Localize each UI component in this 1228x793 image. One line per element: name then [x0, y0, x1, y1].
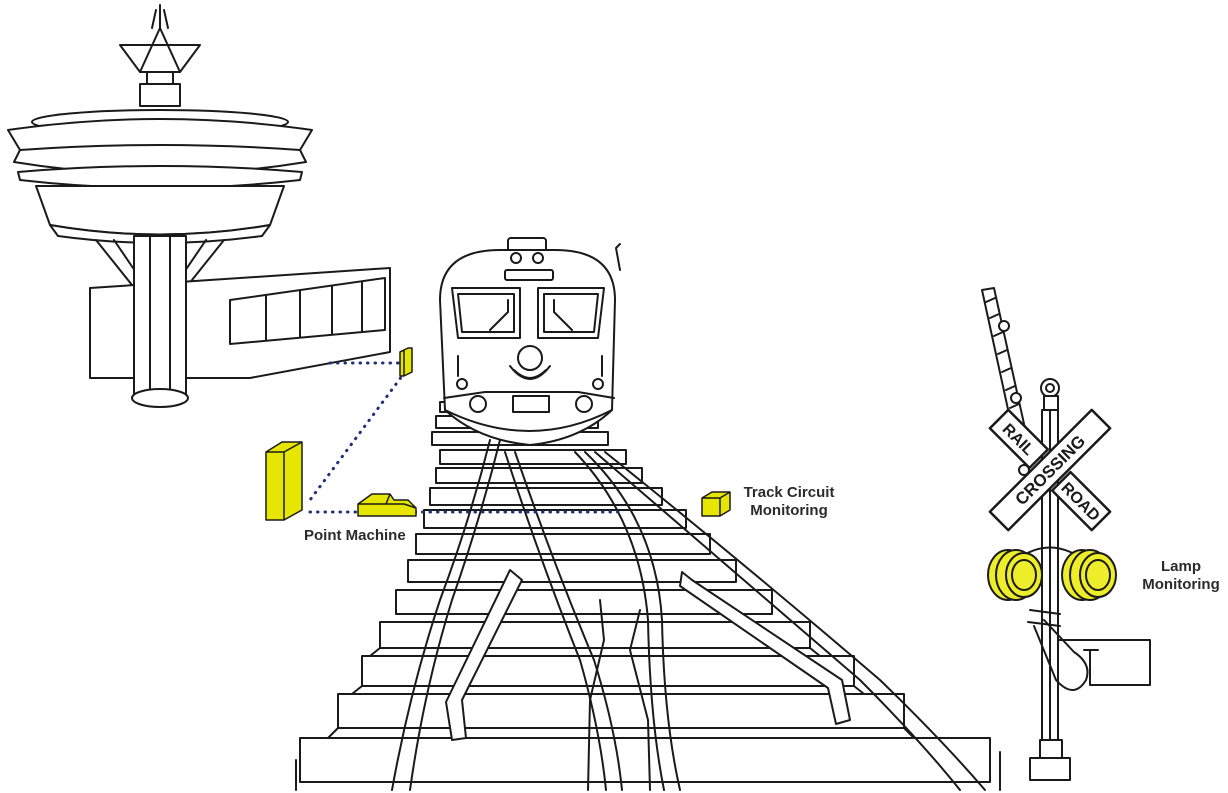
- track-circuit-label: Track Circuit Monitoring: [734, 484, 844, 520]
- track-icon: [296, 402, 1000, 790]
- point-machine-icon: [358, 494, 416, 516]
- lamp-monitoring-label: Lamp Monitoring: [1135, 558, 1227, 594]
- point-machine-label: Point Machine: [304, 527, 406, 545]
- train-icon: [440, 238, 620, 445]
- railroad-crossing-icon: [982, 288, 1150, 780]
- lamp-monitoring-label-line1: Lamp: [1135, 558, 1227, 576]
- control-tower-icon: [8, 5, 390, 407]
- track-circuit-label-line2: Monitoring: [734, 502, 844, 520]
- lamp-monitoring-label-line2: Monitoring: [1135, 576, 1227, 594]
- track-circuit-label-line1: Track Circuit: [734, 484, 844, 502]
